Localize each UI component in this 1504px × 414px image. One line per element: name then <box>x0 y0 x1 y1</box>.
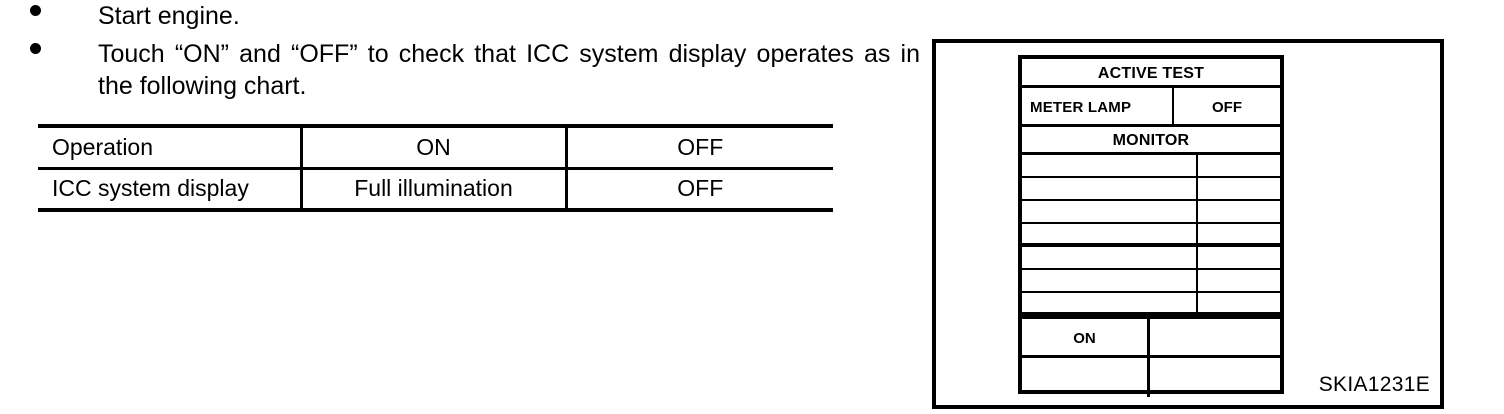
monitor-row <box>1022 155 1280 178</box>
table-row: ICC system display Full illumination OFF <box>38 168 833 210</box>
active-test-item-row: METER LAMP OFF <box>1022 88 1280 127</box>
figure-id-label: SKIA1231E <box>1318 373 1430 396</box>
illustration-frame: ACTIVE TEST METER LAMP OFF MONITOR <box>932 39 1444 409</box>
scan-tool-button-off-label[interactable] <box>1022 358 1147 397</box>
monitor-row-value <box>1196 155 1280 176</box>
monitor-row <box>1022 224 1280 247</box>
monitor-row-name <box>1022 155 1196 176</box>
column-header-off: OFF <box>564 126 833 170</box>
bullet-dot-icon <box>30 0 60 21</box>
monitor-row-value <box>1196 224 1280 243</box>
instruction-text: Touch “ON” and “OFF” to check that ICC s… <box>98 40 920 100</box>
monitor-row-name <box>1022 224 1196 243</box>
monitor-row <box>1022 270 1280 293</box>
instruction-list: Start engine. Touch “ON” and “OFF” to ch… <box>30 0 920 108</box>
monitor-row-value <box>1196 201 1280 222</box>
scan-tool-button-off-value[interactable] <box>1147 358 1280 397</box>
monitor-heading: MONITOR <box>1022 127 1280 155</box>
monitor-row-value <box>1196 247 1280 268</box>
list-item: Start engine. <box>30 0 920 32</box>
column-header-operation: Operation <box>38 126 301 170</box>
monitor-row <box>1022 178 1280 201</box>
instruction-text: Start engine. <box>98 2 240 30</box>
monitor-row-value <box>1196 270 1280 291</box>
monitor-row-value <box>1196 178 1280 199</box>
operation-chart-table: Operation ON OFF ICC system display Full… <box>38 124 833 212</box>
bullet-dot-icon <box>30 38 60 59</box>
monitor-row-name <box>1022 178 1196 199</box>
list-item: Touch “ON” and “OFF” to check that ICC s… <box>30 38 920 102</box>
monitor-row-name <box>1022 247 1196 268</box>
monitor-row <box>1022 201 1280 224</box>
monitor-row-name <box>1022 270 1196 291</box>
scan-tool-button-section: ON <box>1022 316 1280 397</box>
cell-on-value: Full illumination <box>299 168 566 210</box>
column-header-on: ON <box>299 126 566 170</box>
active-test-item-value: OFF <box>1172 88 1280 124</box>
table-header-row: Operation ON OFF <box>38 126 833 170</box>
cell-off-value: OFF <box>564 168 833 210</box>
monitor-row-name <box>1022 201 1196 222</box>
active-test-item-name: METER LAMP <box>1030 99 1132 116</box>
monitor-row-value <box>1196 293 1280 312</box>
monitor-row-name <box>1022 293 1196 312</box>
scan-tool-button-row[interactable] <box>1022 358 1280 397</box>
scan-tool-screen: ACTIVE TEST METER LAMP OFF MONITOR <box>1018 55 1284 397</box>
scan-tool-button-on-value[interactable] <box>1147 319 1280 355</box>
monitor-row <box>1022 293 1280 316</box>
monitor-row <box>1022 247 1280 270</box>
scan-tool-button-on-label[interactable]: ON <box>1073 330 1096 347</box>
scan-tool-button-row[interactable]: ON <box>1022 319 1280 358</box>
row-label-icc-system-display: ICC system display <box>52 175 249 202</box>
active-test-title: ACTIVE TEST <box>1022 59 1280 88</box>
